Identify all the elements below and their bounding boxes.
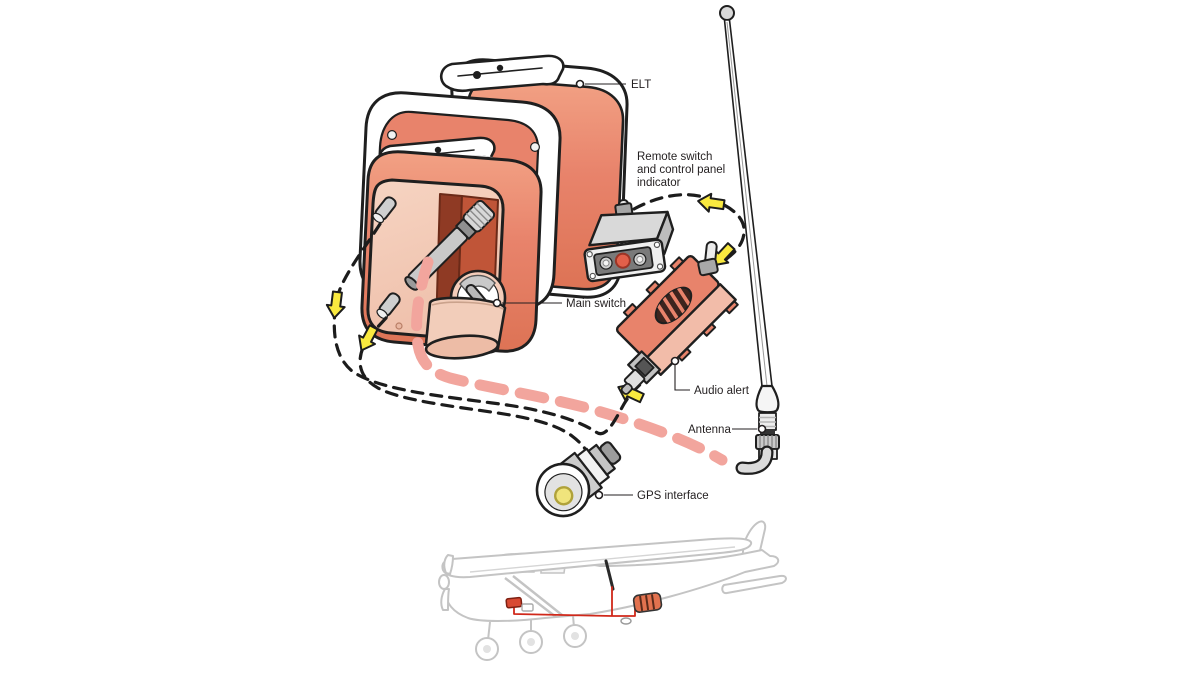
antenna-label: Antenna [688, 424, 731, 436]
gps-interface-label: GPS interface [637, 490, 709, 502]
screw [653, 241, 661, 248]
audio-alert-anchor-dot [670, 356, 680, 366]
aircraft-remote-switch [505, 596, 523, 609]
audio-alert-toggle-base [697, 257, 719, 277]
wire-elt-to-audio-alert [332, 222, 647, 436]
elt-label: ELT [631, 79, 651, 91]
elt-unit [358, 54, 629, 360]
aircraft-stabilizer [721, 574, 787, 595]
gps-plug-pin [554, 486, 574, 506]
main-switch-anchor [492, 298, 502, 308]
flow-arrow [324, 289, 348, 320]
remote-switch-label-line2: and control panel [637, 164, 725, 176]
aircraft-panel-box [521, 603, 534, 612]
audio-alert-label: Audio alert [694, 385, 750, 397]
aircraft-elt-installation [505, 559, 663, 625]
screw [387, 130, 398, 141]
screw [586, 251, 593, 258]
remote-switch [583, 198, 675, 283]
antenna [719, 5, 780, 475]
antenna-seal [760, 429, 775, 435]
remote-indicator-light [614, 252, 631, 269]
aircraft-wheels [475, 615, 587, 661]
elt-post-bottom [376, 292, 401, 320]
gps-interface [535, 441, 622, 518]
flow-arrow [695, 191, 727, 215]
audio-alert [615, 240, 739, 395]
wire-elt-to-gps [358, 316, 589, 454]
screw [589, 272, 596, 280]
plate-hole [395, 322, 403, 330]
aircraft-propeller [440, 554, 454, 611]
remote-switch-label-line1: Remote switch [637, 151, 712, 163]
audio-alert-leader [674, 365, 690, 391]
remote-switch-label-line3: indicator [637, 177, 681, 189]
aircraft-antenna [604, 559, 615, 591]
aircraft-gps-box [620, 617, 632, 625]
elt-anchor-dot [575, 79, 585, 89]
antenna-whip [723, 19, 773, 387]
screw [656, 263, 664, 270]
antenna-cone [755, 384, 780, 414]
screw [529, 142, 540, 153]
callouts: ELT Remote switch and control panel indi… [492, 79, 767, 502]
gps-anchor [594, 490, 604, 500]
main-switch-label: Main switch [566, 298, 626, 310]
elt-boot [424, 296, 507, 360]
elt-post-top [372, 196, 397, 224]
coax-cable [411, 256, 728, 466]
antenna-anchor [757, 424, 767, 434]
wire-remote-to-audio [632, 193, 746, 264]
elt-latch-back [439, 54, 565, 93]
aircraft-illustration [438, 520, 787, 661]
